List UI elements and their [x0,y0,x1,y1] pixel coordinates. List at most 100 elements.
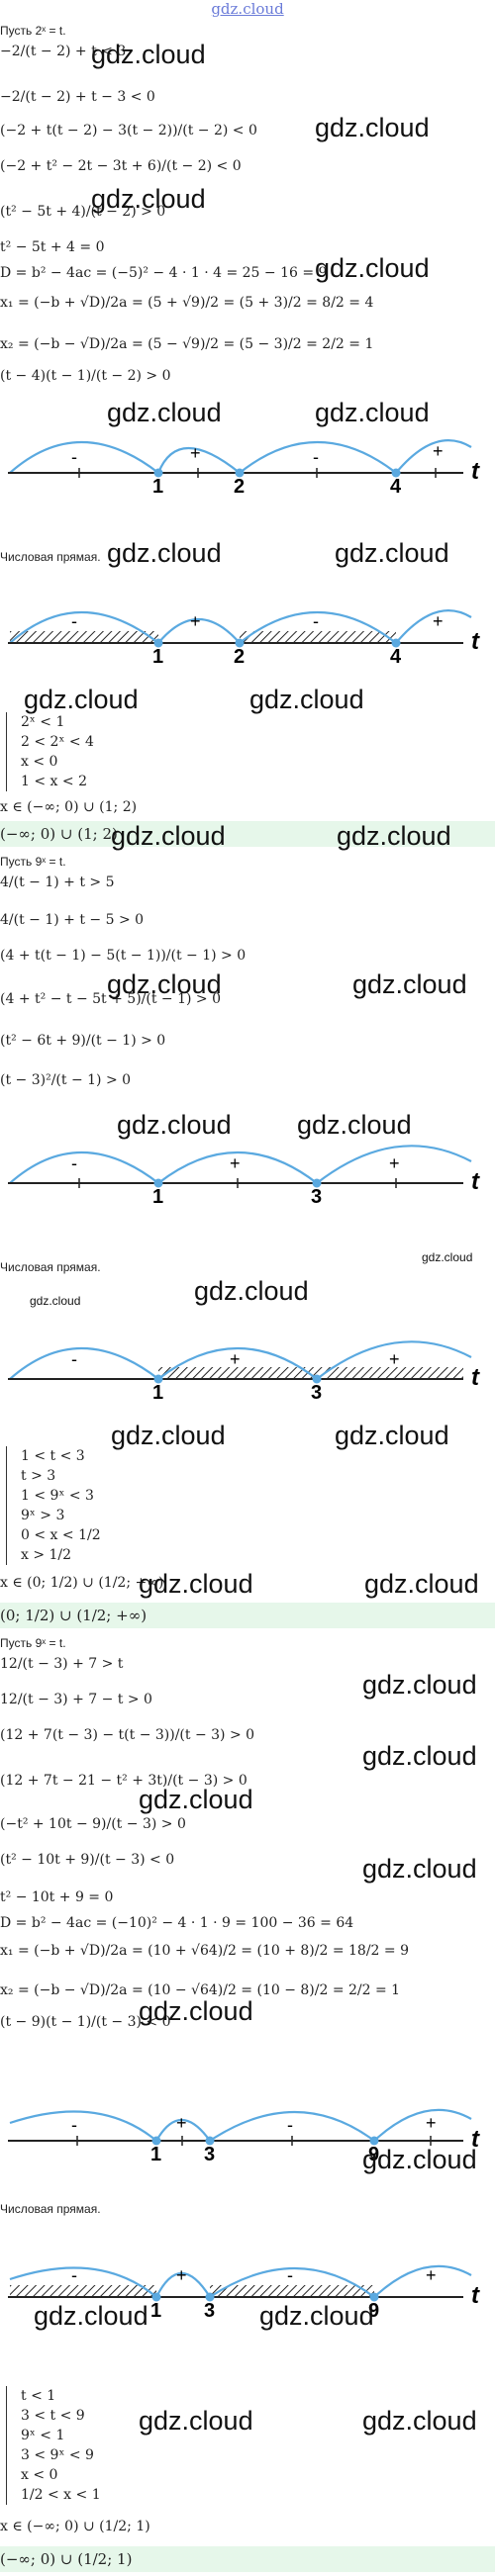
system-row: 2ˣ < 1 [21,714,65,730]
point [153,1374,163,1384]
math-line: D = b² − 4ac = (−10)² − 4 · 1 · 9 = 100 … [0,1915,354,1931]
number-line-note: Числовая прямая. [0,550,101,564]
point-label: 1 [150,2300,161,2319]
point [153,638,163,648]
arc [157,1346,318,1380]
watermark-small: gdz.cloud [422,1250,473,1264]
result-line: x ∈ (0; 1/2) ∪ (1/2; +∞) [0,1575,164,1591]
watermark: gdz.cloud [139,1996,253,2026]
watermark: gdz.cloud [362,1670,477,1700]
substitution-line: Пусть 9ˣ = t. [0,855,66,869]
point [235,468,245,478]
watermark: gdz.cloud [335,538,449,568]
shaded-interval [10,631,158,643]
system-row: 1 < t < 3 [21,1448,85,1464]
arc [373,2108,472,2142]
watermark: gdz.cloud [24,685,139,714]
number-line-note: Числовая прямая. [0,1260,101,1274]
point [235,638,245,648]
answer-text: (−∞; 0) ∪ (1/2; 1) [0,2550,133,2568]
number-line: - + - + 1 2 4 t [8,439,480,495]
arc [9,1346,159,1380]
answer-text: (0; 1/2) ∪ (1/2; +∞) [0,1607,148,1624]
watermark: gdz.cloud [249,685,364,714]
watermark: gdz.cloud [335,1421,449,1450]
system-row: 1 < x < 2 [21,774,87,789]
math-line: (−2 + t² − 2t − 3t + 6)/(t − 2) < 0 [0,158,242,174]
watermark: gdz.cloud [259,2301,374,2331]
arc [395,609,472,644]
top-watermark[interactable]: gdz.cloud [211,0,284,18]
watermark: gdz.cloud [34,2301,148,2331]
math-line: D = b² − 4ac = (−5)² − 4 · 1 · 4 = 25 − … [0,265,328,281]
watermark: gdz.cloud [139,2406,253,2436]
point-label: 4 [390,476,402,495]
sign-label: + [190,443,201,463]
result-line: x ∈ (−∞; 0) ∪ (1/2; 1) [0,2519,150,2534]
math-line: (−2 + t(t − 2) − 3(t − 2))/(t − 2) < 0 [0,123,257,138]
arc [239,610,397,644]
answer-box: (−∞; 0) ∪ (1/2; 1) [0,2546,495,2572]
math-line: 12/(t − 3) + 7 > t [0,1656,124,1672]
math-line: t² − 10t + 9 = 0 [0,1889,114,1905]
math-line: (t² − 10t + 9)/(t − 3) < 0 [0,1852,175,1868]
point [391,468,401,478]
watermark: gdz.cloud [352,969,467,999]
math-line: (t − 9)(t − 1)/(t − 3) < 0 [0,2014,171,2030]
watermark: gdz.cloud [107,969,222,999]
arc [9,2266,157,2298]
point-label: 1 [152,1186,163,1205]
result-line: x ∈ (−∞; 0) ∪ (1; 2) [0,799,138,815]
answer-text: (−∞; 0) ∪ (1; 2) [0,825,118,843]
arc [155,2271,211,2298]
arc [9,1150,159,1184]
arc [316,1340,472,1380]
point-label: 1 [152,646,163,665]
sign-label: - [71,447,77,467]
watermark: gdz.cloud [107,538,222,568]
math-line: (t − 4)(t − 1)/(t − 2) > 0 [0,368,171,384]
system-row: 2 < 2ˣ < 4 [21,734,94,750]
arc [157,618,241,644]
number-line: - + - + 1 3 9 t [8,2108,480,2162]
point [151,2136,161,2146]
math-line: (−t² + 10t − 9)/(t − 3) > 0 [0,1816,186,1832]
point [205,2292,215,2302]
axis-variable: t [471,1168,480,1195]
arc [316,1145,472,1184]
math-line: (12 + 7t − 21 − t² + 3t)/(t − 3) > 0 [0,1773,248,1789]
substitution-line: Пусть 9ˣ = t. [0,1636,66,1650]
system-row: 9ˣ > 3 [21,1508,65,1523]
math-line: x₂ = (−b − √D)/2a = (10 − √64)/2 = (10 −… [0,1982,401,1998]
arc [209,2266,375,2298]
sign-label: + [426,2265,437,2285]
solution-system: 1 < t < 3 t > 3 1 < 9ˣ < 3 9ˣ > 3 0 < x … [6,1446,101,1565]
watermark: gdz.cloud [337,821,451,851]
watermark: gdz.cloud [297,1110,412,1140]
number-line-shaded: - + + 1 3 t [8,1340,480,1401]
point [205,2136,215,2146]
arc [157,1150,318,1184]
system-row: 3 < 9ˣ < 9 [21,2447,94,2463]
watermark: gdz.cloud [111,821,226,851]
arc [9,610,159,644]
system-row: x < 0 [21,2467,58,2483]
watermark: gdz.cloud [364,1569,479,1599]
sign-label: - [71,2115,77,2135]
axis-variable: t [471,458,480,485]
substitution-line: Пусть 2ˣ = t. [0,24,66,38]
point [153,1178,163,1188]
system-row: t < 1 [21,2388,56,2404]
math-line: x₁ = (−b + √D)/2a = (5 + √9)/2 = (5 + 3)… [0,295,374,311]
math-line: 4/(t − 1) + t > 5 [0,874,115,890]
solution-system: 2ˣ < 1 2 < 2ˣ < 4 x < 0 1 < x < 2 [6,712,94,791]
arc [156,447,241,474]
point-label: 9 [368,2300,379,2319]
watermark: gdz.cloud [91,40,206,69]
point-label: 1 [150,2144,161,2162]
point [312,1178,322,1188]
system-row: 3 < t < 9 [21,2408,85,2424]
system-row: x > 1/2 [21,1547,72,1563]
point [153,468,163,478]
number-line-shaded: - + - + 1 2 4 t [8,609,480,665]
